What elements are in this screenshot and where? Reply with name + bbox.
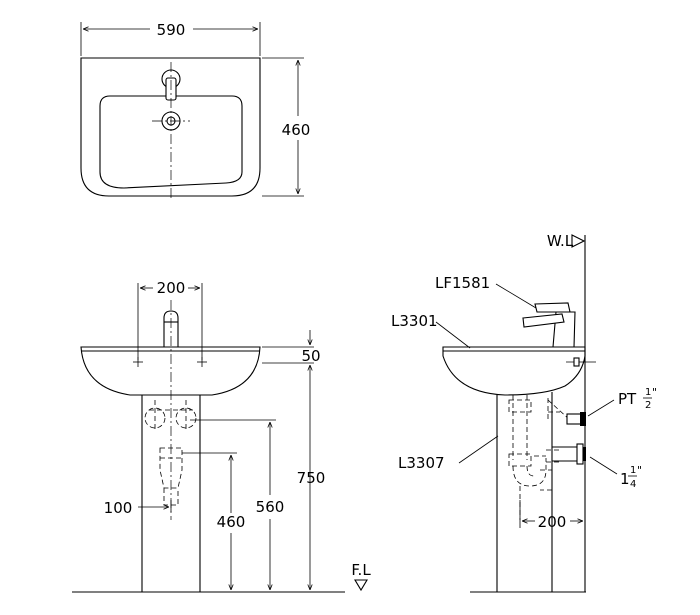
- side-view: W.L: [391, 232, 657, 593]
- basin-code-label: L3301: [391, 312, 438, 330]
- faucet-side-icon: [522, 302, 576, 348]
- angle-valve-icon: [566, 412, 586, 426]
- basin-top-bowl: [99, 95, 243, 189]
- waste-projection-dimension: 200: [538, 513, 567, 531]
- tap-hole-markers: [133, 357, 207, 367]
- inlet-thread-prefix: PT: [618, 390, 637, 408]
- faucet-code-label: LF1581: [435, 274, 490, 292]
- waste-height-dimension: 460: [217, 513, 246, 531]
- waste-offset-dimension: 100: [104, 499, 133, 517]
- inlet-thread-suffix: ": [652, 386, 657, 399]
- basin-front-outline: [80, 346, 261, 396]
- waste-size-whole: 1: [620, 470, 630, 488]
- inlet-thread-den: 2: [645, 400, 651, 411]
- rim-height-dimension: 750: [297, 469, 326, 487]
- inlet-thread-num: 1: [645, 387, 651, 398]
- basin-side-outline: [442, 346, 586, 396]
- hidden-plumbing-front: [144, 400, 197, 506]
- waste-size-num: 1: [630, 465, 636, 476]
- wall-bolt-icon: [566, 357, 596, 367]
- wall-line-marker-icon: [571, 234, 586, 248]
- pedestal-side: [496, 392, 553, 592]
- front-view: 200 50: [72, 279, 371, 593]
- waste-size-suffix: ": [637, 464, 642, 477]
- rim-thickness-dimension: 50: [301, 347, 320, 365]
- top-view: 590 460: [80, 21, 311, 200]
- top-width-dimension: 590: [157, 21, 186, 39]
- pedestal-code-label: L3307: [398, 454, 445, 472]
- tap-spacing-dimension: 200: [157, 279, 186, 297]
- inlet-thread-label: PT 1 2 ": [618, 386, 657, 411]
- wall-line-label: W.L: [547, 232, 574, 250]
- pedestal-front: [141, 395, 201, 592]
- hidden-plumbing-side: [508, 395, 571, 520]
- floor-line-marker-icon: [354, 579, 368, 592]
- top-depth-dimension: 460: [282, 121, 311, 139]
- floor-line-label: F.L: [351, 561, 371, 579]
- waste-size-den: 4: [630, 479, 636, 490]
- waste-size-label: 1 1 4 ": [620, 464, 642, 490]
- waste-outlet-icon: [552, 443, 586, 465]
- inlet-height-dimension: 560: [256, 498, 285, 516]
- basin-top-outline: [80, 57, 261, 197]
